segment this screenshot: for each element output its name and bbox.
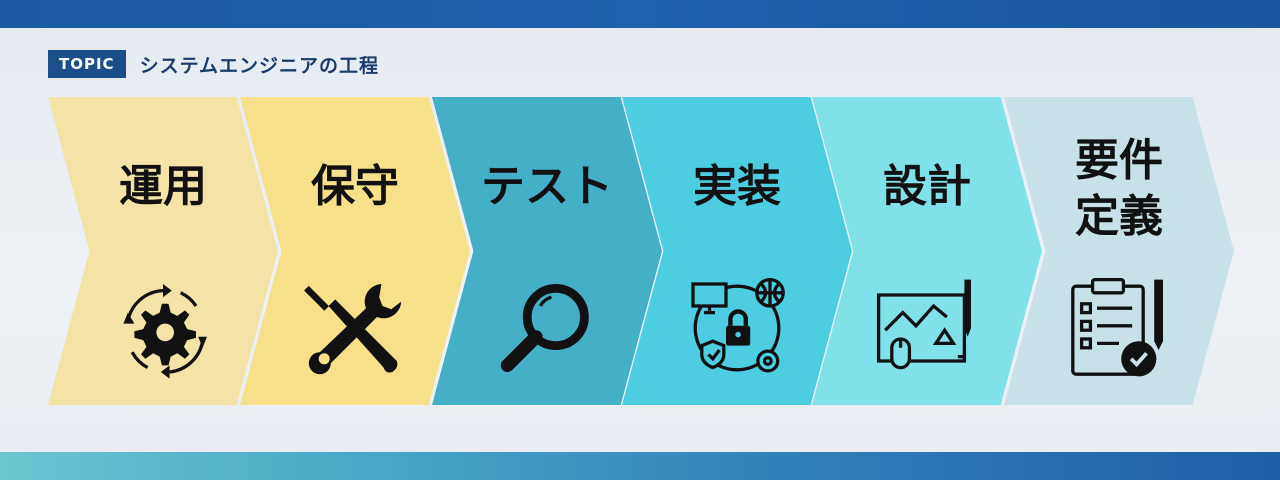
step-operation: 運用 <box>48 97 278 405</box>
gear-cycle-icon <box>108 273 218 383</box>
top-band <box>0 0 1280 28</box>
topic-title: システムエンジニアの工程 <box>139 54 380 77</box>
step-label: 実装 <box>693 161 781 212</box>
header: TOPIC システムエンジニアの工程 <box>48 50 379 78</box>
step-maintenance: 保守 <box>240 97 470 405</box>
topic-badge: TOPIC <box>48 50 126 78</box>
content-panel: TOPIC システムエンジニアの工程 運用 <box>0 28 1280 452</box>
step-label: 設計 <box>883 161 971 212</box>
step-label: テスト <box>481 161 613 212</box>
magnifier-icon <box>492 273 602 383</box>
step-label: 要件 定義 <box>1075 135 1163 242</box>
network-security-icon <box>682 273 792 383</box>
checklist-icon <box>1064 273 1174 383</box>
design-icon <box>872 273 982 383</box>
step-label: 運用 <box>119 161 207 212</box>
tools-icon <box>300 273 410 383</box>
bottom-band <box>0 452 1280 480</box>
step-label: 保守 <box>311 161 399 212</box>
